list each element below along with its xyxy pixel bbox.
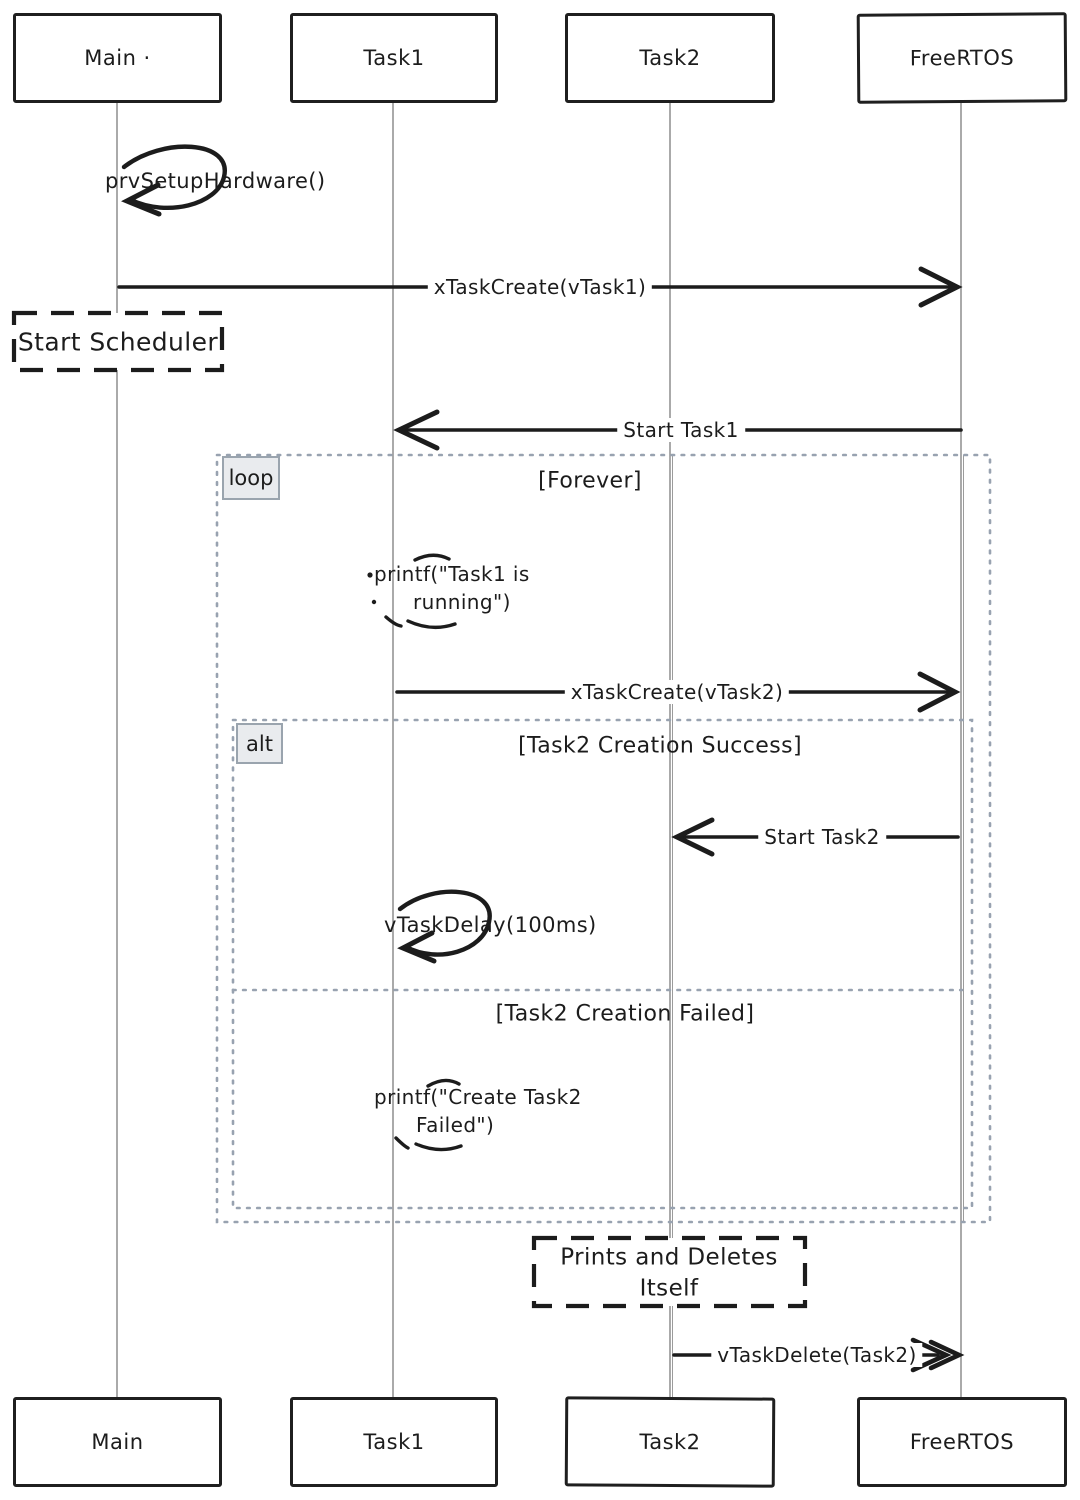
participant-bottom-freertos: FreeRTOS [857, 1397, 1067, 1487]
self-call-setup-hardware-label: prvSetupHardware() [105, 169, 326, 193]
participant-bottom-task1: Task1 [290, 1397, 498, 1487]
lifelines [116, 103, 964, 1397]
participant-bottom-task2-label: Task2 [639, 1429, 701, 1455]
alt-failed-condition: [Task2 Creation Failed] [495, 1001, 755, 1027]
message-arrows [117, 266, 965, 1373]
self-call-task-delay-arc [397, 889, 492, 957]
printf-fail-underswoosh [414, 1142, 463, 1152]
participant-bottom-main: Main [13, 1397, 222, 1487]
arrow-task-delete-label: vTaskDelete(Task2) [711, 1343, 923, 1367]
loop-frame-condition: [Forever] [538, 468, 642, 494]
start-scheduler-note-label: Start Scheduler [17, 327, 219, 357]
printf-task1-line1: printf("Task1 is [374, 562, 530, 586]
self-call-loops [121, 144, 492, 964]
alt-frame-border [231, 718, 974, 1210]
participant-top-task1-label: Task1 [363, 46, 425, 70]
self-call-task-delay-label: vTaskDelay(100ms) [384, 913, 597, 937]
printf-fail-tick [394, 1136, 410, 1150]
arrow-start-task1-head [393, 409, 440, 451]
alt-frame-label: alt [236, 723, 283, 764]
printf-task1-tick [384, 615, 403, 628]
alt-success-condition: [Task2 Creation Success] [518, 733, 802, 759]
printf-task1-dot-1 [367, 572, 373, 578]
loop-frame-label-text: loop [228, 466, 274, 490]
self-call-setup-hardware-head [121, 182, 162, 217]
participant-top-task2-label: Task2 [639, 46, 701, 70]
frames [215, 453, 992, 1224]
dashed-notes [11, 310, 808, 1309]
arrow-task-delete-head-2 [928, 1339, 965, 1371]
prints-deletes-note-border [531, 1235, 808, 1309]
participant-bottom-main-label: Main [91, 1430, 144, 1454]
prints-deletes-note-line1: Prints and Deletes [560, 1244, 778, 1271]
participant-bottom-freertos-label: FreeRTOS [909, 1430, 1015, 1454]
participant-bottom-task1-label: Task1 [363, 1430, 425, 1454]
printf-fail-overstroke [426, 1078, 461, 1088]
arrow-create-task2-head [917, 671, 961, 713]
arrow-start-task2-head [671, 817, 715, 857]
participant-top-freertos: FreeRTOS [856, 12, 1068, 104]
alt-frame-label-text: alt [246, 731, 273, 756]
participant-top-main-label: Main · [84, 46, 151, 70]
printf-task1-line2: running") [413, 590, 511, 614]
loop-frame-border [215, 453, 992, 1224]
self-call-setup-hardware-arc [121, 144, 227, 210]
printf-task1-underswoosh [406, 619, 457, 630]
participant-top-main: Main · [13, 13, 222, 103]
participant-top-task2: Task2 [565, 13, 775, 103]
arrow-create-task1-label: xTaskCreate(vTask1) [427, 275, 653, 299]
arrow-create-task2-label: xTaskCreate(vTask2) [564, 680, 790, 704]
self-call-task-delay-head [397, 930, 437, 964]
arrow-start-task2-label: Start Task2 [758, 825, 886, 849]
participant-top-task1: Task1 [290, 13, 498, 103]
participant-top-freertos-label: FreeRTOS [909, 45, 1015, 71]
printf-task1-overstroke [413, 553, 451, 562]
arrow-create-task1-head [918, 266, 963, 308]
printf-fail-line2: Failed") [416, 1113, 495, 1137]
prints-deletes-note-line2: Itself [639, 1275, 699, 1302]
printf-task1-dot-2 [371, 599, 377, 605]
printf-fail-line1: printf("Create Task2 [374, 1085, 582, 1109]
printf-flourishes [367, 553, 463, 1152]
arrow-task-delete-head-1 [910, 1337, 952, 1373]
start-scheduler-note-border [11, 310, 225, 373]
loop-frame-label: loop [222, 456, 280, 500]
arrow-start-task1-label: Start Task1 [617, 418, 745, 442]
participant-bottom-task2: Task2 [564, 1396, 776, 1488]
